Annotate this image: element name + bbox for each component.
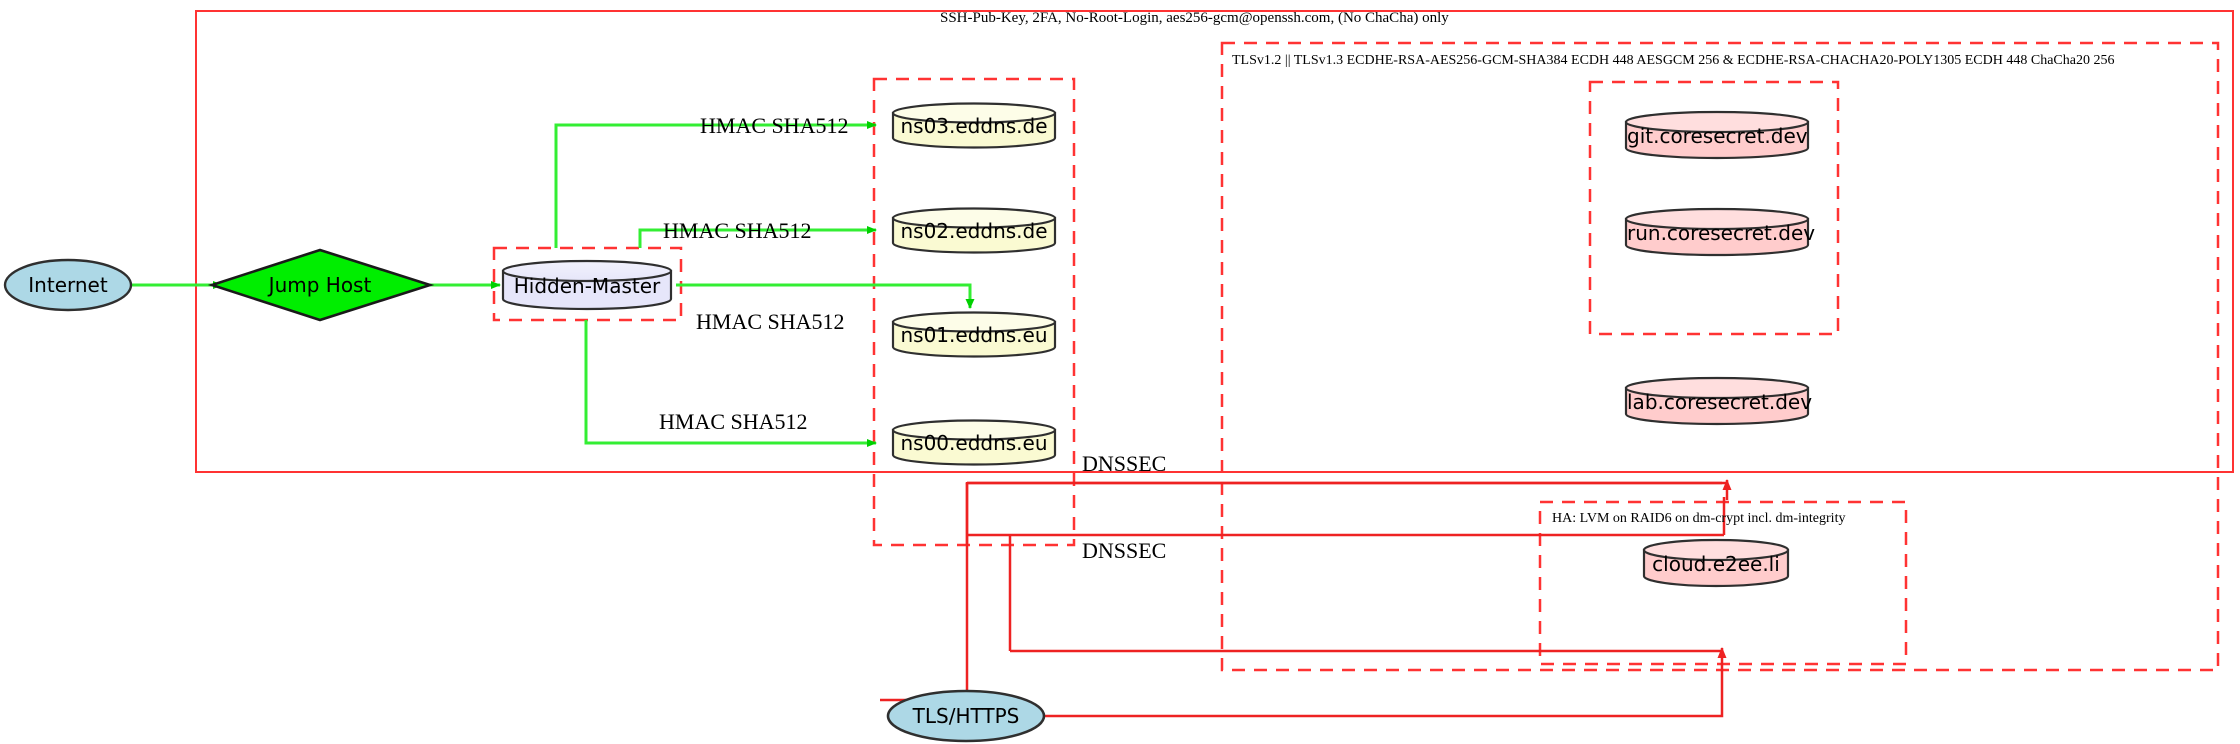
node-git-coresecret[interactable] (1624, 110, 1810, 160)
cluster-ssh-boundary-label: SSH-Pub-Key, 2FA, No-Root-Login, aes256-… (940, 10, 1449, 26)
edge-hiddenmaster-to-ns01 (676, 283, 975, 309)
node-ns00[interactable] (891, 419, 1057, 466)
node-tls-https[interactable] (886, 689, 1046, 743)
cluster-tls-boundary (1220, 41, 2220, 672)
edge-hiddenmaster-to-ns03 (554, 121, 877, 248)
node-cloud-e2ee[interactable] (1642, 538, 1790, 588)
edge-label-dnssec-upper: DNSSEC (1082, 451, 1167, 476)
node-ns02[interactable] (891, 207, 1057, 254)
node-hidden-master[interactable] (501, 259, 673, 311)
node-run-coresecret[interactable] (1624, 207, 1810, 257)
cluster-ha-boundary-label: HA: LVM on RAID6 on dm-crypt incl. dm-in… (1552, 511, 1846, 526)
node-ns01[interactable] (891, 311, 1057, 358)
edge-label-hmac-ns01: HMAC SHA512 (696, 309, 845, 334)
cluster-ssh-boundary (195, 10, 2234, 473)
node-lab-coresecret[interactable] (1624, 376, 1810, 426)
edge-label-hmac-ns03: HMAC SHA512 (700, 113, 849, 138)
edge-hiddenmaster-to-ns00 (584, 320, 877, 447)
edge-label-dnssec-lower: DNSSEC (1082, 538, 1167, 563)
cluster-tls-boundary-label: TLSv1.2 || TLSv1.3 ECDHE-RSA-AES256-GCM-… (1232, 53, 2115, 68)
cluster-coresecret-box (1588, 80, 1840, 336)
edge-hiddenmaster-to-ns02 (638, 226, 877, 248)
node-ns03[interactable] (891, 102, 1057, 149)
node-internet[interactable] (3, 258, 133, 312)
cluster-dns-box (872, 77, 1076, 547)
edge-label-hmac-ns00: HMAC SHA512 (659, 409, 808, 434)
node-jump-host[interactable] (207, 248, 435, 322)
edge-label-hmac-ns02: HMAC SHA512 (663, 218, 812, 243)
edge-tls-to-coresecret (1045, 665, 1724, 718)
